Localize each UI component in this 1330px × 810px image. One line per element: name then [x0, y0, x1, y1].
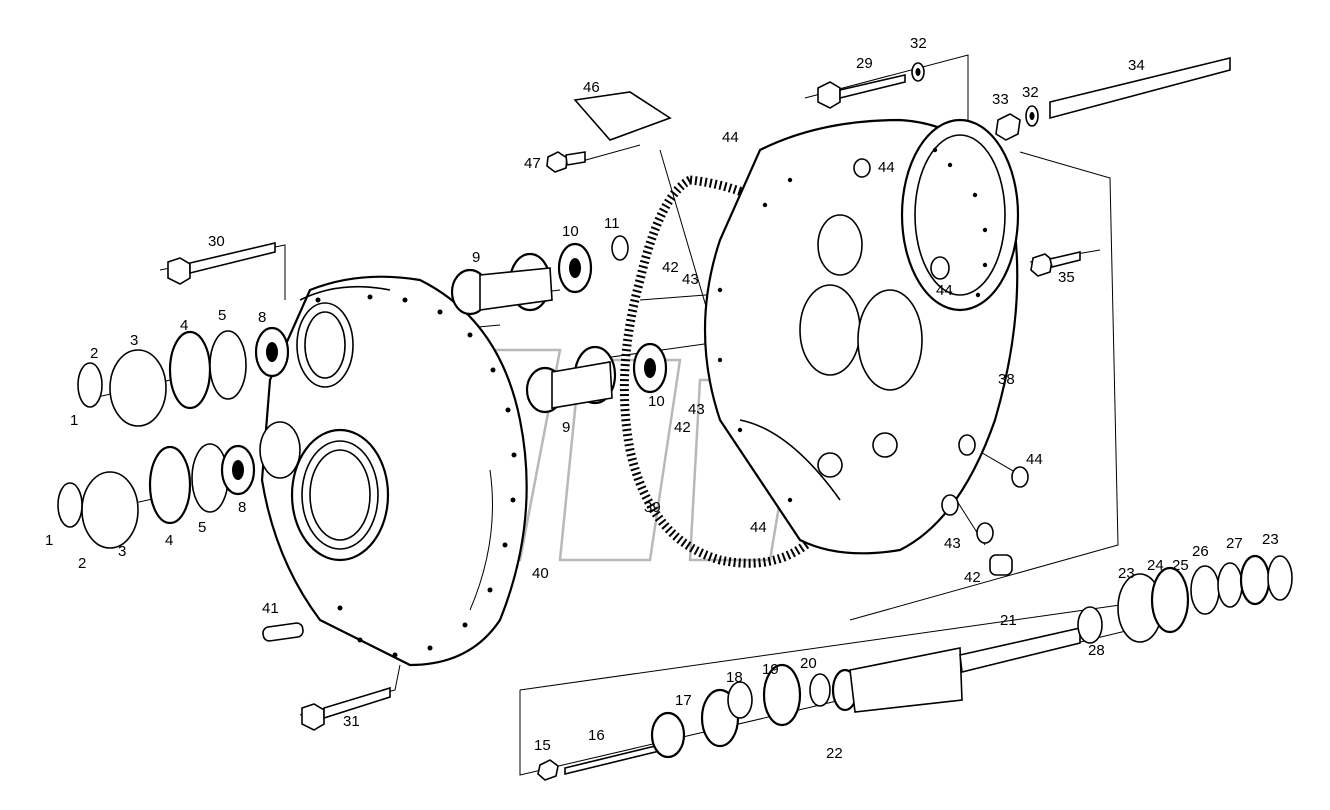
callout-10: 10: [648, 393, 665, 410]
callout-44: 44: [936, 282, 953, 299]
callout-5: 5: [198, 519, 206, 536]
callout-44: 44: [722, 129, 739, 146]
callout-2: 2: [78, 555, 86, 572]
callout-18: 18: [726, 669, 743, 686]
callout-33: 33: [992, 91, 1009, 108]
callout-29: 29: [856, 55, 873, 72]
callout-43: 43: [682, 271, 699, 288]
callout-30: 30: [208, 233, 225, 250]
callout-42: 42: [674, 419, 691, 436]
callout-46: 46: [583, 79, 600, 96]
callout-4: 4: [165, 532, 173, 549]
callout-1: 1: [70, 412, 78, 429]
callout-44: 44: [878, 159, 895, 176]
callout-32: 32: [910, 35, 927, 52]
callout-19: 19: [762, 661, 779, 678]
callout-42: 42: [662, 259, 679, 276]
callout-39: 39: [644, 499, 661, 516]
callout-17: 17: [675, 692, 692, 709]
callout-35: 35: [1058, 269, 1075, 286]
callout-22: 22: [826, 745, 843, 762]
callout-4: 4: [180, 317, 188, 334]
callout-labels: 1 1 2 2 3 3 4 4 5 5 8 8 9 9 10 10 11 15 …: [45, 35, 1279, 762]
callout-15: 15: [534, 737, 551, 754]
callout-8: 8: [238, 499, 246, 516]
callout-3: 3: [118, 543, 126, 560]
callout-9: 9: [472, 249, 480, 266]
callout-24: 24: [1147, 557, 1164, 574]
callout-40: 40: [532, 565, 549, 582]
callout-42: 42: [964, 569, 981, 586]
callout-23: 23: [1262, 531, 1279, 548]
callout-2: 2: [90, 345, 98, 362]
callout-25: 25: [1172, 557, 1189, 574]
callout-9: 9: [562, 419, 570, 436]
callout-43: 43: [688, 401, 705, 418]
callout-34: 34: [1128, 57, 1145, 74]
gear-housing: [703, 118, 1020, 555]
callout-16: 16: [588, 727, 605, 744]
callout-44: 44: [750, 519, 767, 536]
callout-47: 47: [524, 155, 541, 172]
callout-23: 23: [1118, 565, 1135, 582]
callout-31: 31: [343, 713, 360, 730]
callout-10: 10: [562, 223, 579, 240]
output-shaft-assembly: [537, 554, 1293, 781]
callout-3: 3: [130, 332, 138, 349]
left-housing-cover: [259, 275, 528, 667]
callout-44: 44: [1026, 451, 1043, 468]
callout-28: 28: [1088, 642, 1105, 659]
callout-5: 5: [218, 307, 226, 324]
fasteners: [167, 56, 1231, 731]
left-bearing-stacks: [57, 326, 290, 549]
callout-1: 1: [45, 532, 53, 549]
callout-8: 8: [258, 309, 266, 326]
callout-32: 32: [1022, 84, 1039, 101]
callout-27: 27: [1226, 535, 1243, 552]
callout-11: 11: [604, 215, 620, 232]
callout-20: 20: [800, 655, 817, 672]
callout-43: 43: [944, 535, 961, 552]
callout-38: 38: [998, 371, 1015, 388]
gear-shafts: [450, 235, 668, 414]
callout-26: 26: [1192, 543, 1209, 560]
callout-41: 41: [262, 600, 279, 617]
callout-21: 21: [1000, 612, 1017, 629]
